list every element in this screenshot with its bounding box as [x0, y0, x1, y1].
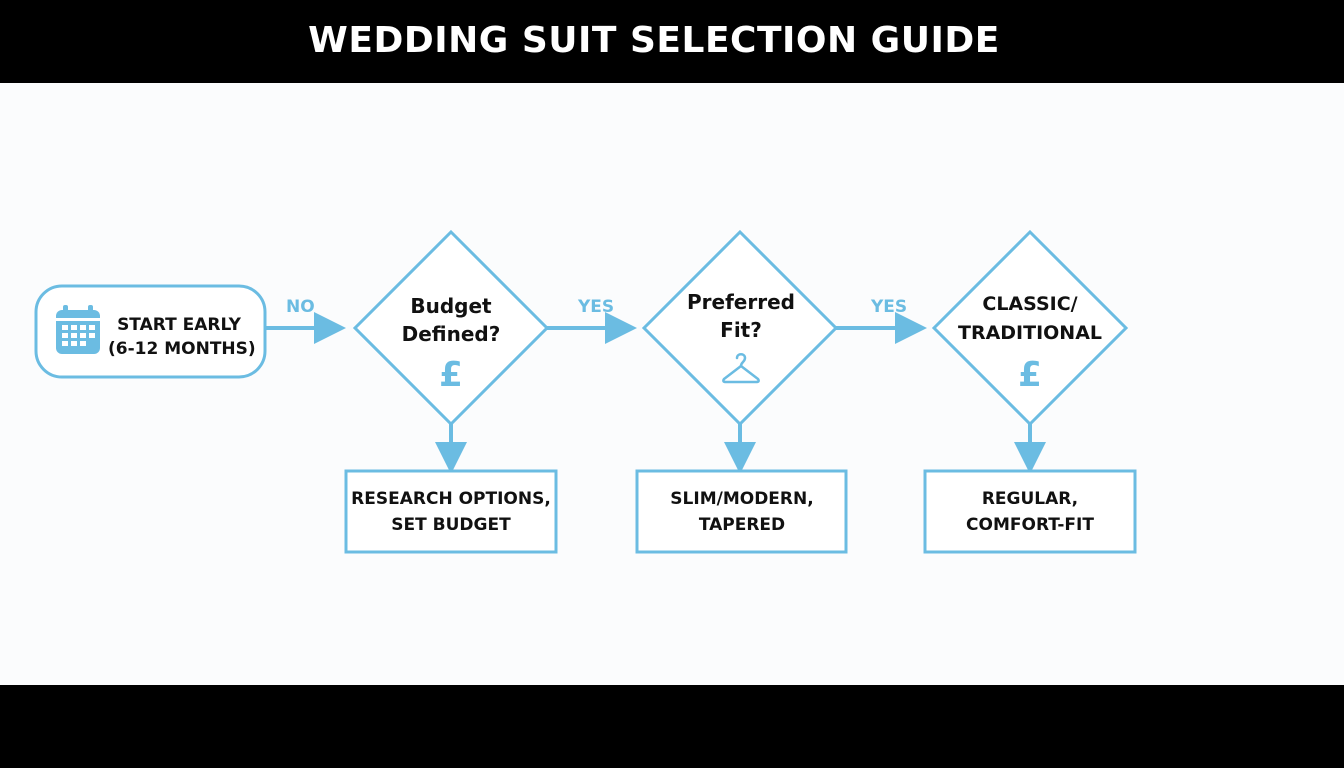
- start-node: [34, 284, 267, 379]
- decision-budget-label: Budget Defined?: [376, 292, 526, 348]
- start-node-label: START EARLY (6-12 MONTHS): [108, 313, 256, 361]
- diagram-canvas: [0, 83, 1344, 685]
- title-bar: WEDDING SUIT SELECTION GUIDE: [0, 0, 1344, 83]
- page-title: WEDDING SUIT SELECTION GUIDE: [308, 20, 1000, 61]
- outcome-regular-label: REGULAR, COMFORT-FIT: [926, 486, 1134, 538]
- edge-label-yes: YES: [871, 297, 908, 317]
- start-line-2: (6-12 MONTHS): [108, 339, 256, 359]
- outcome-slim-line-1: SLIM/MODERN,: [670, 489, 814, 509]
- outcome-slim-label: SLIM/MODERN, TAPERED: [638, 486, 846, 538]
- decision-fit-line-1: Preferred: [687, 290, 795, 314]
- decision-budget-line-2: Defined?: [401, 322, 501, 346]
- calendar-icon: [56, 305, 100, 354]
- decision-budget-line-1: Budget: [410, 294, 492, 318]
- start-line-1: START EARLY: [117, 315, 241, 335]
- bottom-bar: [0, 685, 1344, 768]
- outcome-regular-line-1: REGULAR,: [981, 489, 1079, 509]
- outcome-research-label: RESEARCH OPTIONS, SET BUDGET: [346, 486, 556, 538]
- decision-classic-line-1: CLASSIC/: [982, 293, 1078, 315]
- outcome-regular-line-2: COMFORT-FIT: [966, 515, 1094, 535]
- outcome-research-line-2: SET BUDGET: [391, 515, 511, 535]
- outcome-research: [344, 469, 558, 554]
- decision-classic-line-2: TRADITIONAL: [957, 322, 1103, 344]
- outcome-regular: [923, 469, 1137, 554]
- pound-icon: £: [439, 355, 463, 395]
- outcome-slim: [635, 469, 848, 554]
- edge-label-yes: YES: [578, 297, 615, 317]
- hanger-icon: [722, 353, 760, 384]
- outcome-research-line-1: RESEARCH OPTIONS,: [351, 489, 551, 509]
- outcome-slim-line-2: TAPERED: [698, 515, 786, 535]
- decision-classic-label: CLASSIC/ TRADITIONAL: [952, 290, 1108, 348]
- decision-fit-label: Preferred Fit?: [666, 288, 816, 344]
- edge-label-no: NO: [286, 297, 315, 317]
- pound-icon: £: [1018, 355, 1042, 395]
- decision-fit-line-2: Fit?: [720, 318, 762, 342]
